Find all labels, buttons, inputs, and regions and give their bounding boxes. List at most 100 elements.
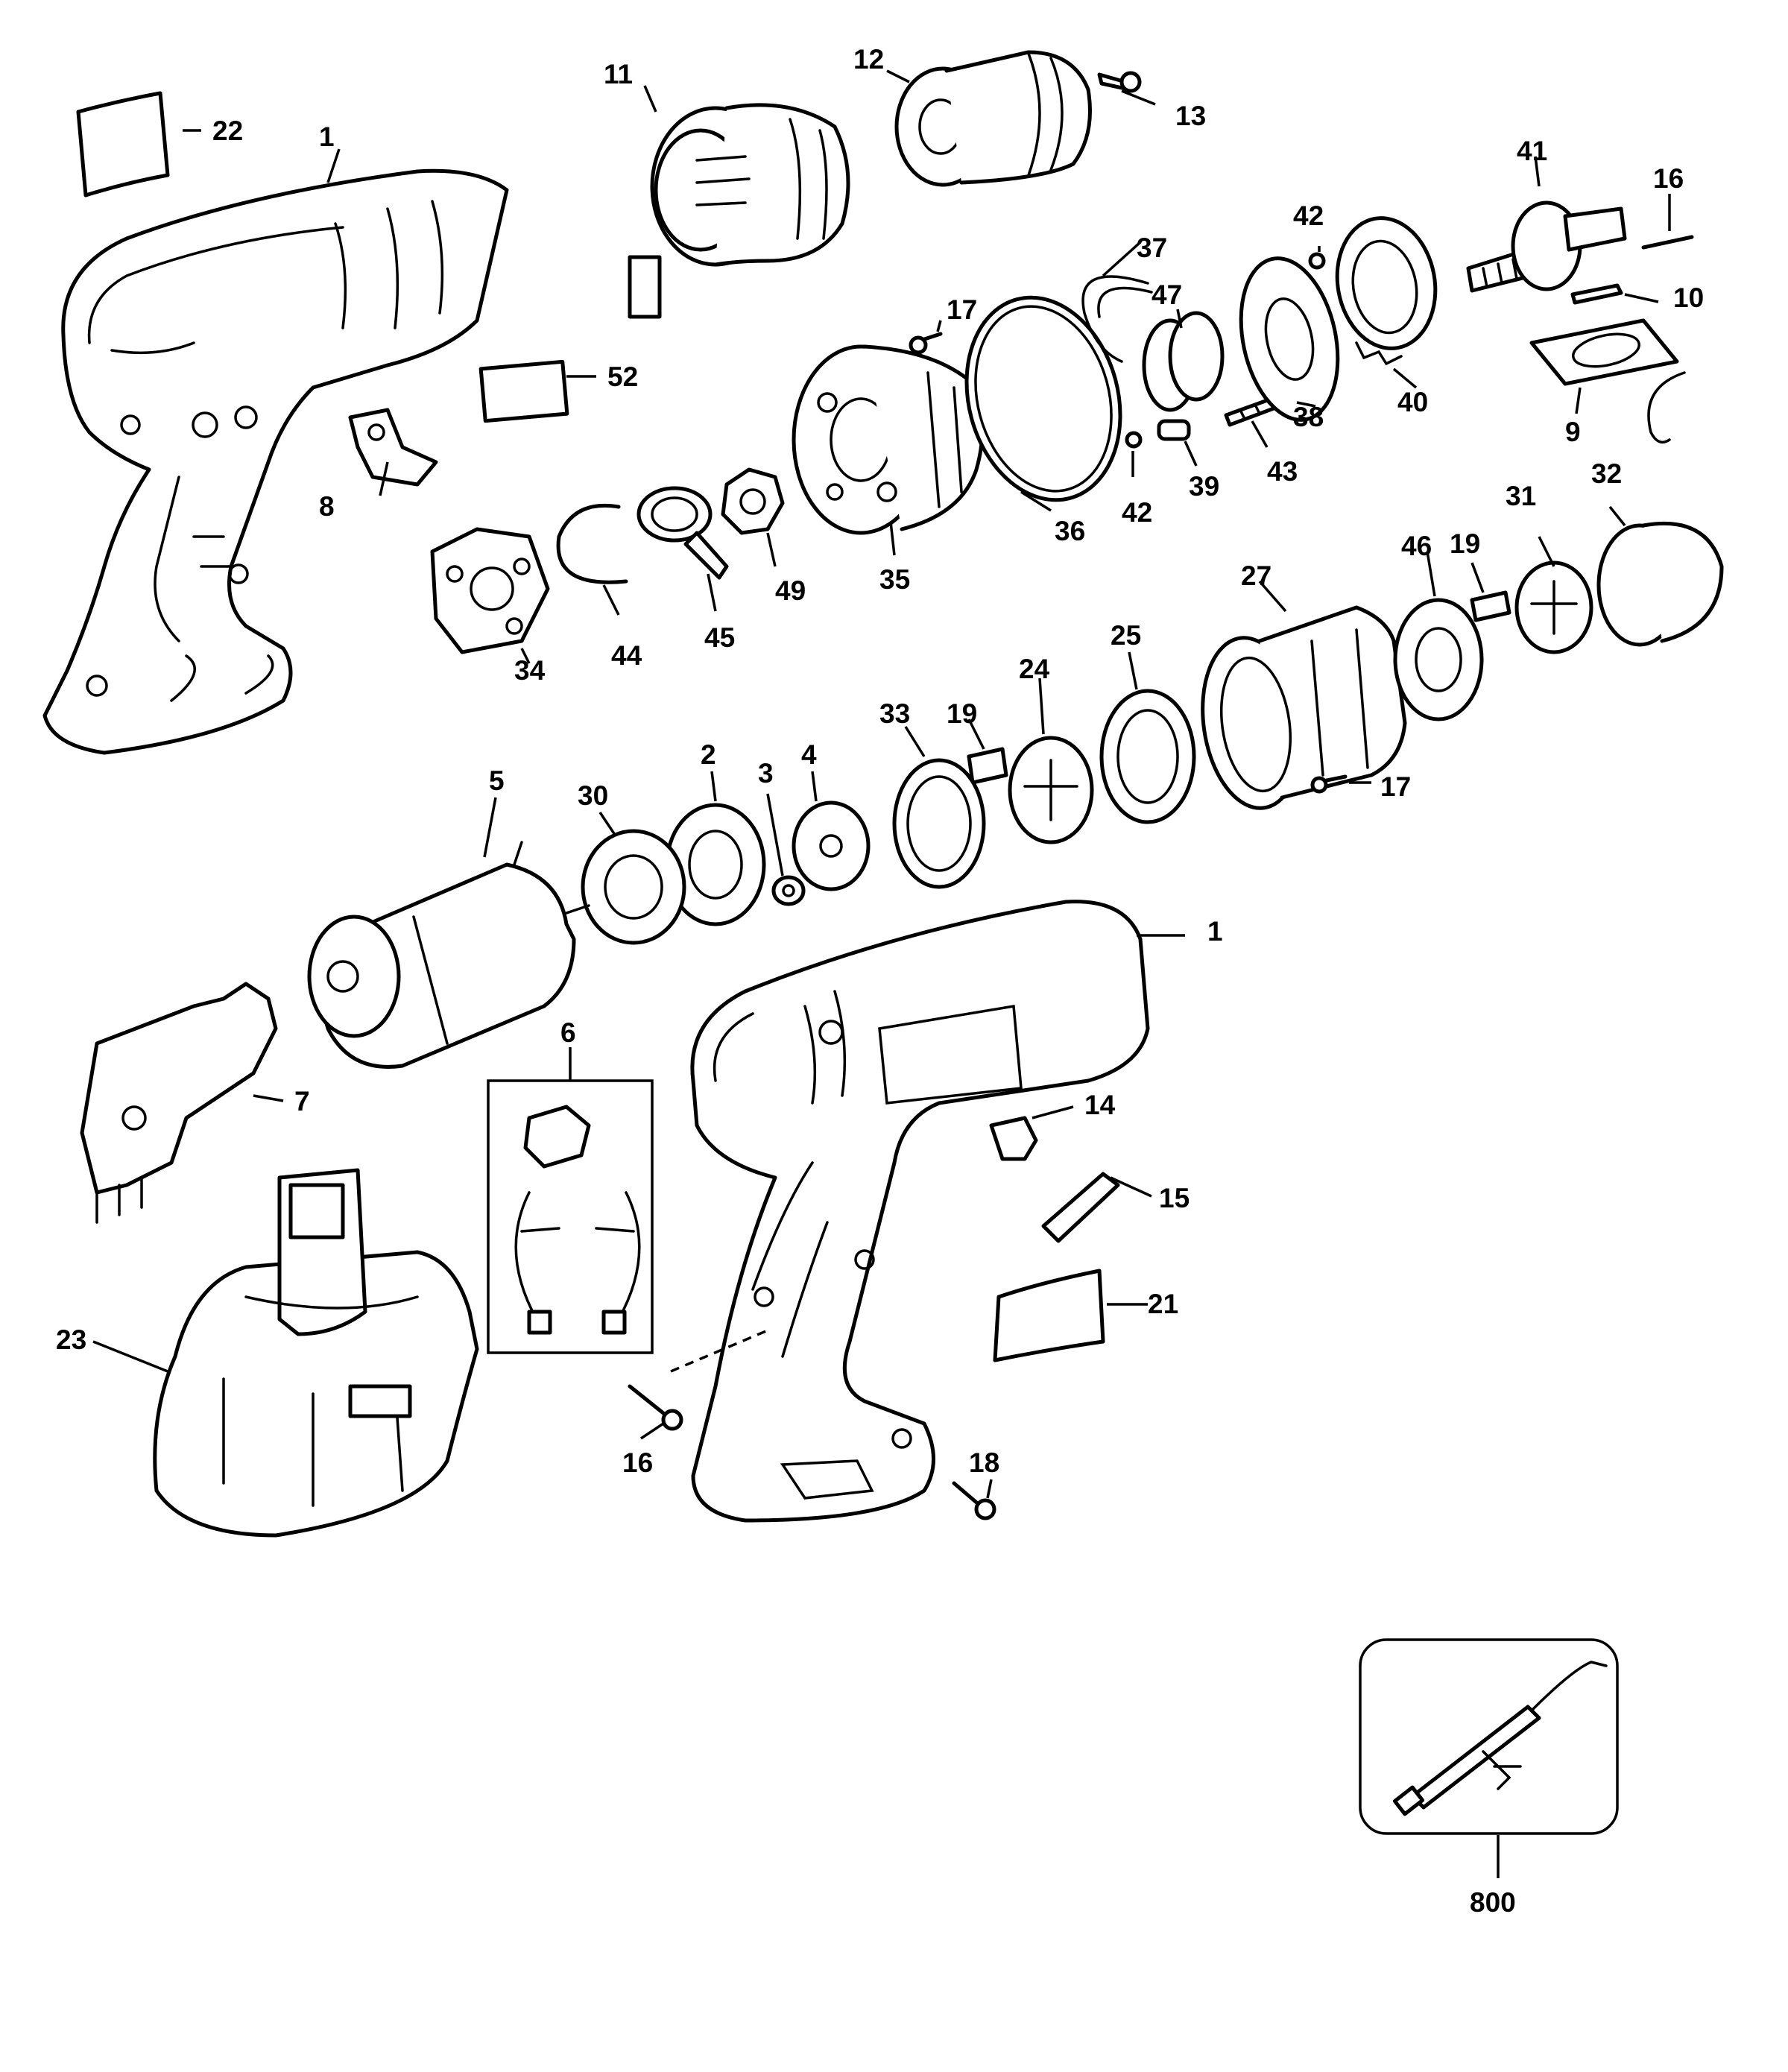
- label-6: 6: [560, 1017, 576, 1048]
- label-40: 40: [1397, 387, 1428, 417]
- label-36: 36: [1055, 516, 1085, 546]
- label-43: 43: [1267, 456, 1298, 487]
- part-39-pin: [1157, 419, 1191, 441]
- label-18: 18: [969, 1447, 999, 1478]
- label-39: 39: [1189, 471, 1219, 502]
- part-16-screw-lower: [628, 1329, 768, 1431]
- label-12: 12: [853, 44, 884, 75]
- part-34-clutch-plate: [430, 527, 550, 654]
- part-2-plate: [665, 803, 766, 926]
- label-45: 45: [704, 622, 735, 653]
- part-13-screw: [1097, 71, 1142, 93]
- label-16: 16: [1653, 163, 1684, 194]
- part-31-carrier: [1514, 560, 1593, 654]
- part-33-ring-gear: [892, 758, 986, 889]
- leader-lines: [92, 69, 1671, 1878]
- label-13: 13: [1175, 101, 1206, 131]
- label-14: 14: [1084, 1090, 1116, 1120]
- part-52-block: [628, 255, 662, 319]
- label-25: 25: [1111, 620, 1141, 651]
- label-44: 44: [611, 640, 642, 671]
- label-17: 17: [947, 294, 977, 325]
- label-8: 8: [319, 491, 335, 522]
- part-6-contacts-box: [487, 1079, 654, 1354]
- label-10: 10: [1673, 282, 1704, 313]
- label-27: 27: [1241, 560, 1271, 591]
- part-45-clutch-ring: [636, 486, 729, 580]
- part-3-pinion: [771, 875, 806, 906]
- label-41: 41: [1517, 136, 1547, 166]
- part-27-gear-housing: [1201, 605, 1407, 810]
- label-16: 16: [622, 1447, 653, 1478]
- part-35-gear-case: [792, 344, 985, 535]
- label-21: 21: [1148, 1289, 1178, 1319]
- part-23-battery: [153, 1168, 479, 1538]
- part-15-bit: [1041, 1172, 1120, 1243]
- part-36-ring: [964, 295, 1122, 502]
- label-5: 5: [489, 765, 505, 796]
- label-49: 49: [775, 575, 806, 606]
- part-37-wire-spring: [1081, 275, 1153, 363]
- part-labels: 22 1 11 12 13 16 41 42 37 47 17 10 52 38…: [56, 44, 1704, 1918]
- label-2: 2: [701, 739, 716, 770]
- label-37: 37: [1137, 233, 1167, 263]
- part-42-ball-upper: [1308, 252, 1326, 270]
- label-35: 35: [879, 564, 910, 595]
- label-38: 38: [1293, 402, 1324, 432]
- label-47: 47: [1152, 279, 1182, 310]
- part-52-plate: [478, 359, 569, 423]
- part-47-springs: [1142, 311, 1225, 412]
- part-800-grease-gun: [1359, 1638, 1619, 1835]
- label-42: 42: [1293, 200, 1324, 231]
- part-9-plate: [1529, 318, 1686, 444]
- label-42: 42: [1122, 497, 1152, 528]
- part-7-switch: [80, 982, 278, 1224]
- label-32: 32: [1591, 458, 1622, 489]
- part-38-plate: [1239, 256, 1340, 422]
- label-34: 34: [514, 655, 546, 686]
- part-21-sticker: [993, 1269, 1105, 1362]
- part-25-ring-gear: [1099, 689, 1196, 824]
- part-49-nut: [721, 467, 785, 535]
- label-22: 22: [212, 116, 243, 146]
- part-46-washer: [1393, 598, 1484, 721]
- part-44-retaining-ring: [556, 503, 628, 584]
- label-7: 7: [294, 1086, 310, 1116]
- part-17-screw-upper: [909, 332, 943, 355]
- label-11: 11: [604, 59, 633, 89]
- part-1-housing-right: [690, 900, 1150, 1523]
- label-17: 17: [1380, 771, 1411, 802]
- label-31: 31: [1506, 481, 1536, 511]
- part-32-ring: [1596, 521, 1724, 647]
- label-24: 24: [1019, 654, 1050, 684]
- part-10-clip: [1570, 283, 1623, 305]
- label-15: 15: [1159, 1183, 1190, 1213]
- part-16-pin-upper: [1641, 235, 1694, 250]
- part-42-ball-lower: [1125, 431, 1143, 449]
- part-41-spindle: [1466, 200, 1627, 293]
- part-17-screw-lower: [1310, 774, 1348, 794]
- label-4: 4: [801, 739, 817, 770]
- label-1: 1: [1207, 916, 1223, 947]
- label-9: 9: [1565, 417, 1581, 447]
- label-19: 19: [947, 698, 977, 729]
- part-24-planet-carrier: [1008, 736, 1094, 844]
- part-19-gear-lower: [967, 747, 1008, 785]
- label-19: 19: [1450, 528, 1480, 559]
- label-23: 23: [56, 1324, 86, 1355]
- label-30: 30: [578, 780, 608, 811]
- part-40-collar: [1335, 216, 1438, 366]
- label-800: 800: [1470, 1887, 1516, 1918]
- part-4-carrier: [792, 800, 871, 891]
- label-33: 33: [879, 698, 910, 729]
- part-1-housing-left: [42, 168, 509, 755]
- part-30-washer: [581, 829, 686, 945]
- part-11-chuck-sleeve: [650, 103, 850, 267]
- part-19-gear-upper: [1470, 590, 1511, 622]
- part-8-bracket: [348, 408, 438, 487]
- label-46: 46: [1401, 531, 1432, 561]
- part-12-chuck: [894, 50, 1092, 187]
- label-3: 3: [758, 758, 774, 789]
- part-14-clip: [989, 1116, 1038, 1161]
